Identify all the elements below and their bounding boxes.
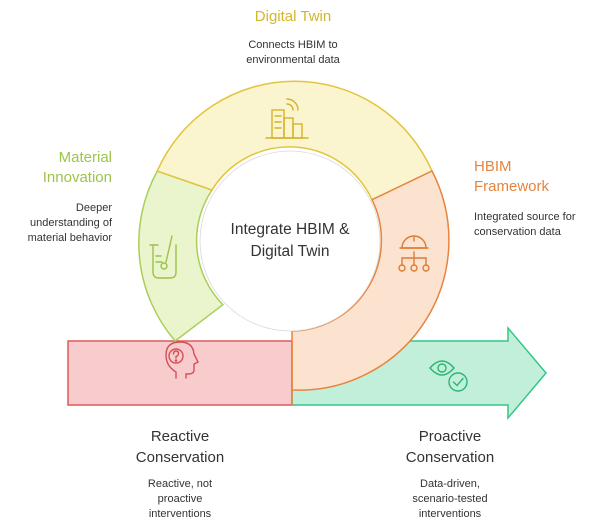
material-title-line-1: Material (58, 149, 112, 166)
hbim-title-line-1: HBIM (474, 158, 512, 175)
beaker-icon (149, 235, 177, 279)
material-desc: Deeper understanding of material behavio… (8, 201, 112, 246)
material-title: Material Innovation (20, 148, 112, 188)
hbim-desc-line-2: conservation data (474, 226, 561, 238)
material-desc-line-1: Deeper (75, 202, 112, 214)
proactive-desc-line-2: scenario-tested (412, 493, 488, 505)
head-question-icon (165, 341, 199, 379)
proactive-title-line-1: Proactive (418, 428, 482, 445)
hbim-segment (291, 170, 450, 391)
digital-twin-desc-line-1: Connects HBIM to (248, 39, 338, 51)
hbim-desc: Integrated source for conservation data (474, 210, 592, 240)
material-title-line-2: Innovation (42, 169, 112, 186)
center-disc (199, 150, 381, 332)
reactive-desc-line-3: interventions (148, 508, 212, 520)
hbim-title-line-2: Framework (474, 178, 550, 195)
proactive-title-line-2: Conservation (405, 449, 495, 466)
proactive-desc-line-1: Data-driven, (420, 478, 480, 490)
reactive-desc-line-2: proactive (157, 493, 203, 505)
material-desc-line-3: material behavior (27, 232, 112, 244)
proactive-title: Proactive Conservation (375, 426, 525, 468)
eye-check-icon (429, 360, 468, 392)
reactive-block (67, 340, 293, 406)
reactive-title-line-1: Reactive (150, 428, 210, 445)
hbim-title: HBIM Framework (474, 157, 584, 197)
material-desc-line-2: understanding of (30, 217, 112, 229)
digital-twin-desc-line-2: environmental data (246, 54, 340, 66)
reactive-desc: Reactive, not proactive interventions (120, 477, 240, 522)
proactive-desc: Data-driven, scenario-tested interventio… (390, 477, 510, 522)
center-label: Integrate HBIM & Digital Twin (210, 219, 370, 263)
material-segment (138, 170, 225, 343)
center-label-line-2: Digital Twin (250, 243, 330, 260)
reactive-desc-line-1: Reactive, not (147, 478, 213, 490)
center-label-line-1: Integrate HBIM & (230, 221, 350, 238)
hierarchy-icon (398, 235, 430, 272)
digital-twin-desc: Connects HBIM to environmental data (220, 38, 366, 68)
hbim-desc-line-1: Integrated source for (474, 211, 576, 223)
digital-twin-title: Digital Twin (254, 8, 332, 25)
reactive-title: Reactive Conservation (110, 426, 250, 468)
reactive-title-line-2: Conservation (135, 449, 225, 466)
building-wifi-icon (265, 98, 309, 139)
digital-twin-segment (156, 80, 433, 201)
proactive-desc-line-3: interventions (418, 508, 482, 520)
